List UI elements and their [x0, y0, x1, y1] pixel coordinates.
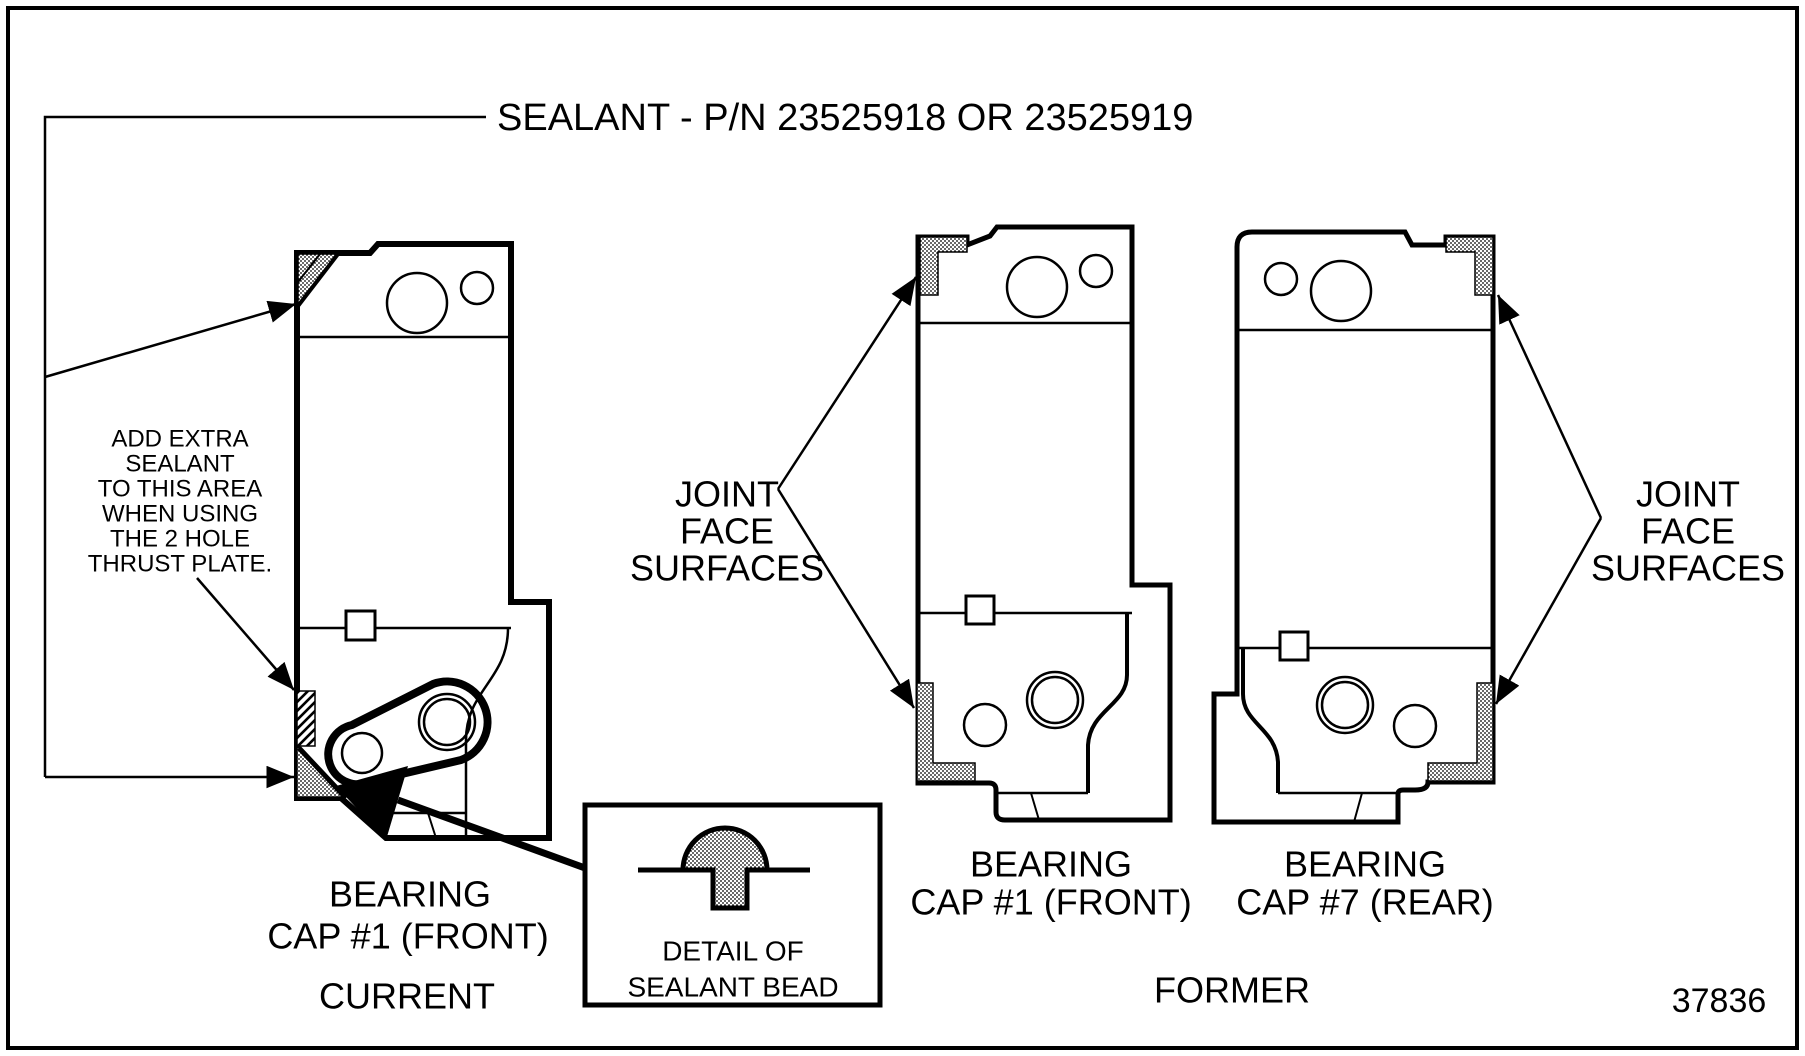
note-line: TO THIS AREA — [98, 476, 263, 503]
note-line: THE 2 HOLE — [110, 526, 250, 553]
cap-former-front-label-line: CAP #1 (FRONT) — [910, 882, 1191, 923]
cap-current-label-line: BEARING — [329, 874, 491, 915]
bearing-cap-former-front — [915, 224, 1173, 823]
bearing-cap-former-rear — [1211, 229, 1496, 825]
joint-face-note-right: JOINT FACE SURFACES — [1494, 294, 1785, 705]
cap-former-front-bolt-hole-small — [1078, 253, 1114, 289]
cap-former-front-lower-hole-small — [962, 702, 1008, 748]
joint-face-note-left: JOINT FACE SURFACES — [630, 276, 918, 709]
joint-face-left-arrow-upper — [776, 276, 918, 490]
cap-former-rear-inner-notch — [1353, 792, 1363, 823]
cap-current-top-sealant-inner-line — [297, 253, 321, 283]
joint-face-left-line: FACE — [680, 511, 774, 552]
detail-box-label-line: DETAIL OF — [662, 936, 804, 967]
cap-current-top-sealant-edge — [296, 252, 340, 308]
cap-former-rear-outline — [1211, 229, 1496, 825]
note-line: SEALANT — [125, 451, 235, 478]
note-line: THRUST PLATE. — [88, 551, 272, 578]
cap-current-bolt-hole-large — [385, 271, 449, 335]
thrust-plate-hole-large-inner — [422, 697, 472, 747]
figure-title: SEALANT - P/N 23525918 OR 23525919 — [497, 97, 1193, 139]
cap-current-outline — [294, 241, 552, 841]
detail-pointer-head — [336, 766, 408, 840]
sealant-bead-detail-box: DETAIL OF SEALANT BEAD — [582, 802, 883, 1008]
sealant-leader-lines — [43, 115, 486, 789]
cap-former-rear-inner-contour — [1241, 648, 1280, 793]
cap-former-front-bolt-hole-large — [1005, 255, 1069, 319]
current-group-label: CURRENT — [319, 976, 495, 1017]
joint-face-left-line: JOINT — [675, 474, 779, 515]
bearing-cap-current-front — [294, 241, 552, 841]
cap-former-front-inner-notch — [1030, 792, 1040, 821]
cap-former-front-outline — [915, 224, 1173, 823]
cap-former-front-key-square — [964, 594, 996, 626]
cap-current-bolt-hole-small — [459, 270, 495, 306]
detail-box-label-line: SEALANT BEAD — [627, 972, 838, 1003]
cap-current-label-line: CAP #1 (FRONT) — [267, 916, 548, 957]
cap-former-front-inner-contour — [1086, 613, 1129, 793]
former-group-label: FORMER — [1154, 970, 1310, 1011]
cap-current-corner-sealant-edge — [297, 746, 348, 800]
joint-face-left-line: SURFACES — [630, 548, 824, 589]
joint-face-area-top-left — [919, 236, 968, 296]
joint-face-area-top-right — [1445, 236, 1494, 296]
cap-former-rear-lower-hole-inner — [1320, 680, 1370, 730]
page-border — [6, 6, 1799, 1050]
detail-pointer-tail — [396, 796, 587, 872]
note-line: WHEN USING — [102, 501, 258, 528]
cap-former-rear-bolt-hole-small — [1263, 261, 1299, 297]
cap-former-front-lower-hole-outer — [1025, 670, 1085, 730]
joint-face-left-arrow-lower — [776, 488, 916, 709]
note-line: ADD EXTRA — [111, 426, 248, 453]
thrust-plate-outline — [324, 677, 492, 789]
joint-face-area-bottom-right — [1427, 682, 1494, 782]
thrust-plate-hole-small — [340, 731, 384, 775]
cap-former-rear-lower-hole-small — [1392, 703, 1438, 749]
cap-former-rear-label-line: CAP #7 (REAR) — [1236, 882, 1493, 923]
extra-sealant-note: ADD EXTRA SEALANT TO THIS AREA WHEN USIN… — [88, 426, 295, 691]
cap-former-rear-lower-hole-outer — [1315, 675, 1375, 735]
cap-former-front-label-line: BEARING — [970, 844, 1132, 885]
detail-pointer-arrow — [336, 766, 587, 872]
joint-face-right-line: SURFACES — [1591, 548, 1785, 589]
figure-number: 37836 — [1672, 982, 1767, 1020]
sealant-leader-arrow-upper — [44, 300, 297, 379]
cap-current-hatched-sealant-strip — [296, 690, 316, 747]
sealant-leader-main — [43, 115, 486, 777]
joint-face-area-bottom-left — [916, 682, 976, 782]
cap-former-rear-bolt-hole-large — [1309, 259, 1373, 323]
thrust-plate-hole-large-outer — [417, 692, 477, 752]
joint-face-right-arrow-upper — [1496, 294, 1603, 519]
joint-face-right-line: JOINT — [1636, 474, 1740, 515]
joint-face-right-arrow-lower — [1494, 517, 1603, 705]
cap-former-rear-key-square — [1278, 630, 1310, 662]
joint-face-right-line: FACE — [1641, 511, 1735, 552]
sealant-bead-shape — [680, 825, 770, 911]
cap-current-inner-contour — [464, 627, 510, 838]
cap-current-inner-notch — [427, 812, 437, 839]
note-arrow — [196, 577, 295, 691]
cap-former-rear-label-line: BEARING — [1284, 844, 1446, 885]
cap-former-front-lower-hole-inner — [1030, 675, 1080, 725]
cap-current-key-square — [344, 609, 377, 642]
